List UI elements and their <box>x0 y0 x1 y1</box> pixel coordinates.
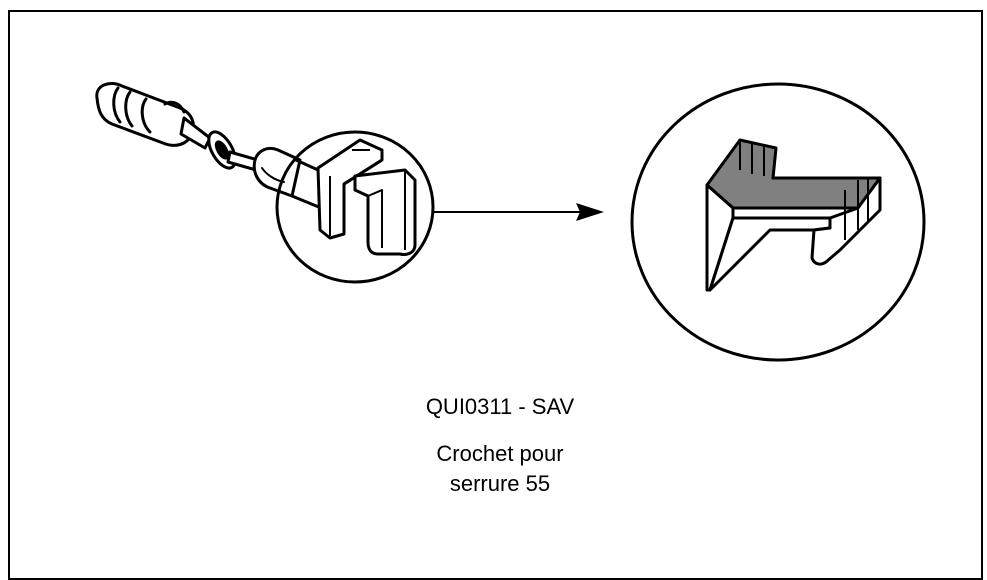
part-description-line-1: Crochet pour <box>436 441 564 466</box>
part-code-label: QUI0311 - SAV <box>425 394 575 419</box>
hook-piece-left <box>316 138 417 256</box>
hook-profile-detail <box>705 138 882 292</box>
detail-circle-left-outline <box>275 130 435 284</box>
part-illustration <box>95 82 926 362</box>
part-description-line-2: serrure 55 <box>449 471 551 496</box>
zoom-arrow <box>432 203 604 221</box>
lock-barrel <box>252 146 302 198</box>
lock-assembly <box>95 82 342 212</box>
lock-handle <box>95 82 195 147</box>
